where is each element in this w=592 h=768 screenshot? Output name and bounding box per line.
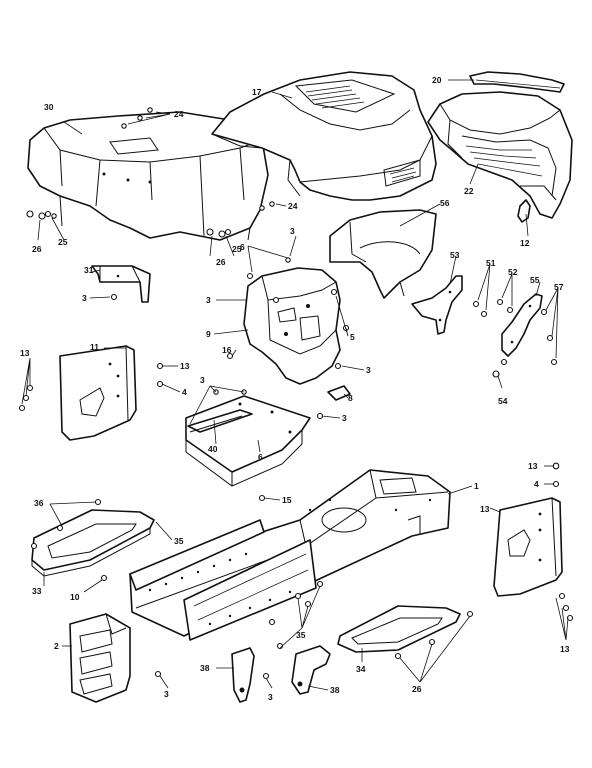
callout-11: 11: [90, 342, 99, 352]
callout-55: 55: [530, 275, 540, 285]
bracket-38-right: [291, 645, 331, 695]
footrest-34: [337, 605, 461, 653]
callout-5: 5: [350, 332, 355, 342]
callout-3-right: 3: [366, 365, 371, 375]
callout-14-bottom: 13: [560, 644, 570, 654]
callout-34: 34: [356, 664, 366, 674]
callout-3-plate: 3: [200, 375, 205, 385]
frame-side-rail-left: [129, 519, 317, 641]
hardware-51-52-57: [472, 298, 558, 366]
front-plate-2: [69, 613, 131, 703]
frame-holes: [148, 498, 432, 626]
screw-3-d: [262, 672, 270, 680]
callout-14-mid: 13: [180, 361, 190, 371]
callout-54: 54: [498, 396, 508, 406]
callout-3-bracket: 3: [82, 293, 87, 303]
callout-4-right: 4: [534, 479, 539, 489]
callout-3-bottom: 3: [164, 689, 169, 699]
callout-17: 17: [252, 87, 262, 97]
callout-56: 56: [440, 198, 450, 208]
callout-53: 53: [450, 250, 460, 260]
side-panel-11: [59, 345, 137, 441]
callout-40: 40: [208, 444, 218, 454]
callout-2: 2: [54, 641, 59, 651]
callout-33: 33: [32, 586, 42, 596]
callout-35-left: 35: [174, 536, 184, 546]
footrest-hardware-36: [30, 498, 108, 582]
grille-top-trim-20: [469, 71, 565, 93]
hardware-25-26: [26, 210, 232, 238]
side-panel-hardware-14-right: [552, 462, 574, 622]
side-panel-hardware-14-left: [18, 384, 34, 412]
leader-lines: [21, 79, 569, 691]
bracket-38-left: [231, 647, 255, 703]
callout-24-top: 24: [174, 109, 184, 119]
pad-40: [187, 409, 253, 433]
callout-12: 12: [520, 238, 530, 248]
callout-13: 13: [480, 504, 490, 514]
callout-6: 6: [258, 452, 263, 462]
callout-20: 20: [432, 75, 442, 85]
shroud-56: [329, 209, 437, 299]
screw-3-b: [316, 412, 324, 420]
callout-3-top: 3: [290, 226, 295, 236]
callout-26-left: 26: [32, 244, 42, 254]
hood: [211, 71, 437, 201]
callout-8: 8: [348, 393, 353, 403]
callout-16: 16: [222, 345, 232, 355]
callout-14-left: 13: [20, 348, 30, 358]
rear-fender: [27, 111, 269, 241]
callout-52: 52: [508, 267, 518, 277]
callout-14-right: 13: [528, 461, 538, 471]
screw-3-c: [154, 670, 162, 678]
footrest-33: [31, 509, 155, 577]
callout-15: 15: [282, 495, 292, 505]
callout-4-mid: 4: [182, 387, 187, 397]
callout-26-bottom: 26: [412, 684, 422, 694]
callout-25-left: 25: [58, 237, 68, 247]
footrest-hardware-26: [394, 610, 474, 660]
callout-3-dash: 3: [206, 295, 211, 305]
grille-front-cowl: [427, 91, 573, 219]
callout-25-mid: 25: [232, 244, 242, 254]
mounting-plate-6: [185, 395, 311, 487]
callout-22: 22: [464, 186, 474, 196]
callout-3-clip: 3: [342, 413, 347, 423]
callout-24-mid: 24: [288, 201, 298, 211]
screw-3-a: [110, 293, 118, 301]
bracket-31: [91, 265, 151, 303]
callout-31: 31: [84, 265, 94, 275]
callout-1: 1: [474, 481, 479, 491]
callout-26-mid: 26: [216, 257, 226, 267]
callout-6-top: 6: [240, 242, 245, 252]
callout-38-left: 38: [200, 663, 210, 673]
dash-hardware: [226, 257, 350, 370]
clip-12: [517, 199, 531, 223]
callout-57: 57: [554, 282, 564, 292]
callout-35: 35: [296, 630, 306, 640]
callout-36: 36: [34, 498, 44, 508]
side-panel-13: [493, 497, 563, 597]
clip-8: [327, 385, 351, 401]
callout-30: 30: [44, 102, 54, 112]
callout-10: 10: [70, 592, 80, 602]
dash-panel: [243, 267, 341, 385]
hardware-screws-24: [121, 107, 275, 211]
hood-bracket-55: [501, 293, 543, 357]
callout-3-bracket-bottom: 3: [268, 692, 273, 702]
callout-38-right: 38: [330, 685, 340, 695]
hood-bracket-53: [411, 275, 463, 335]
callout-9: 9: [206, 329, 211, 339]
callout-labels: 30 24 17 20 22 12 24 26 25 26 25 56 53 5…: [20, 75, 570, 702]
spring-54: [492, 370, 500, 378]
callout-51: 51: [486, 258, 496, 268]
